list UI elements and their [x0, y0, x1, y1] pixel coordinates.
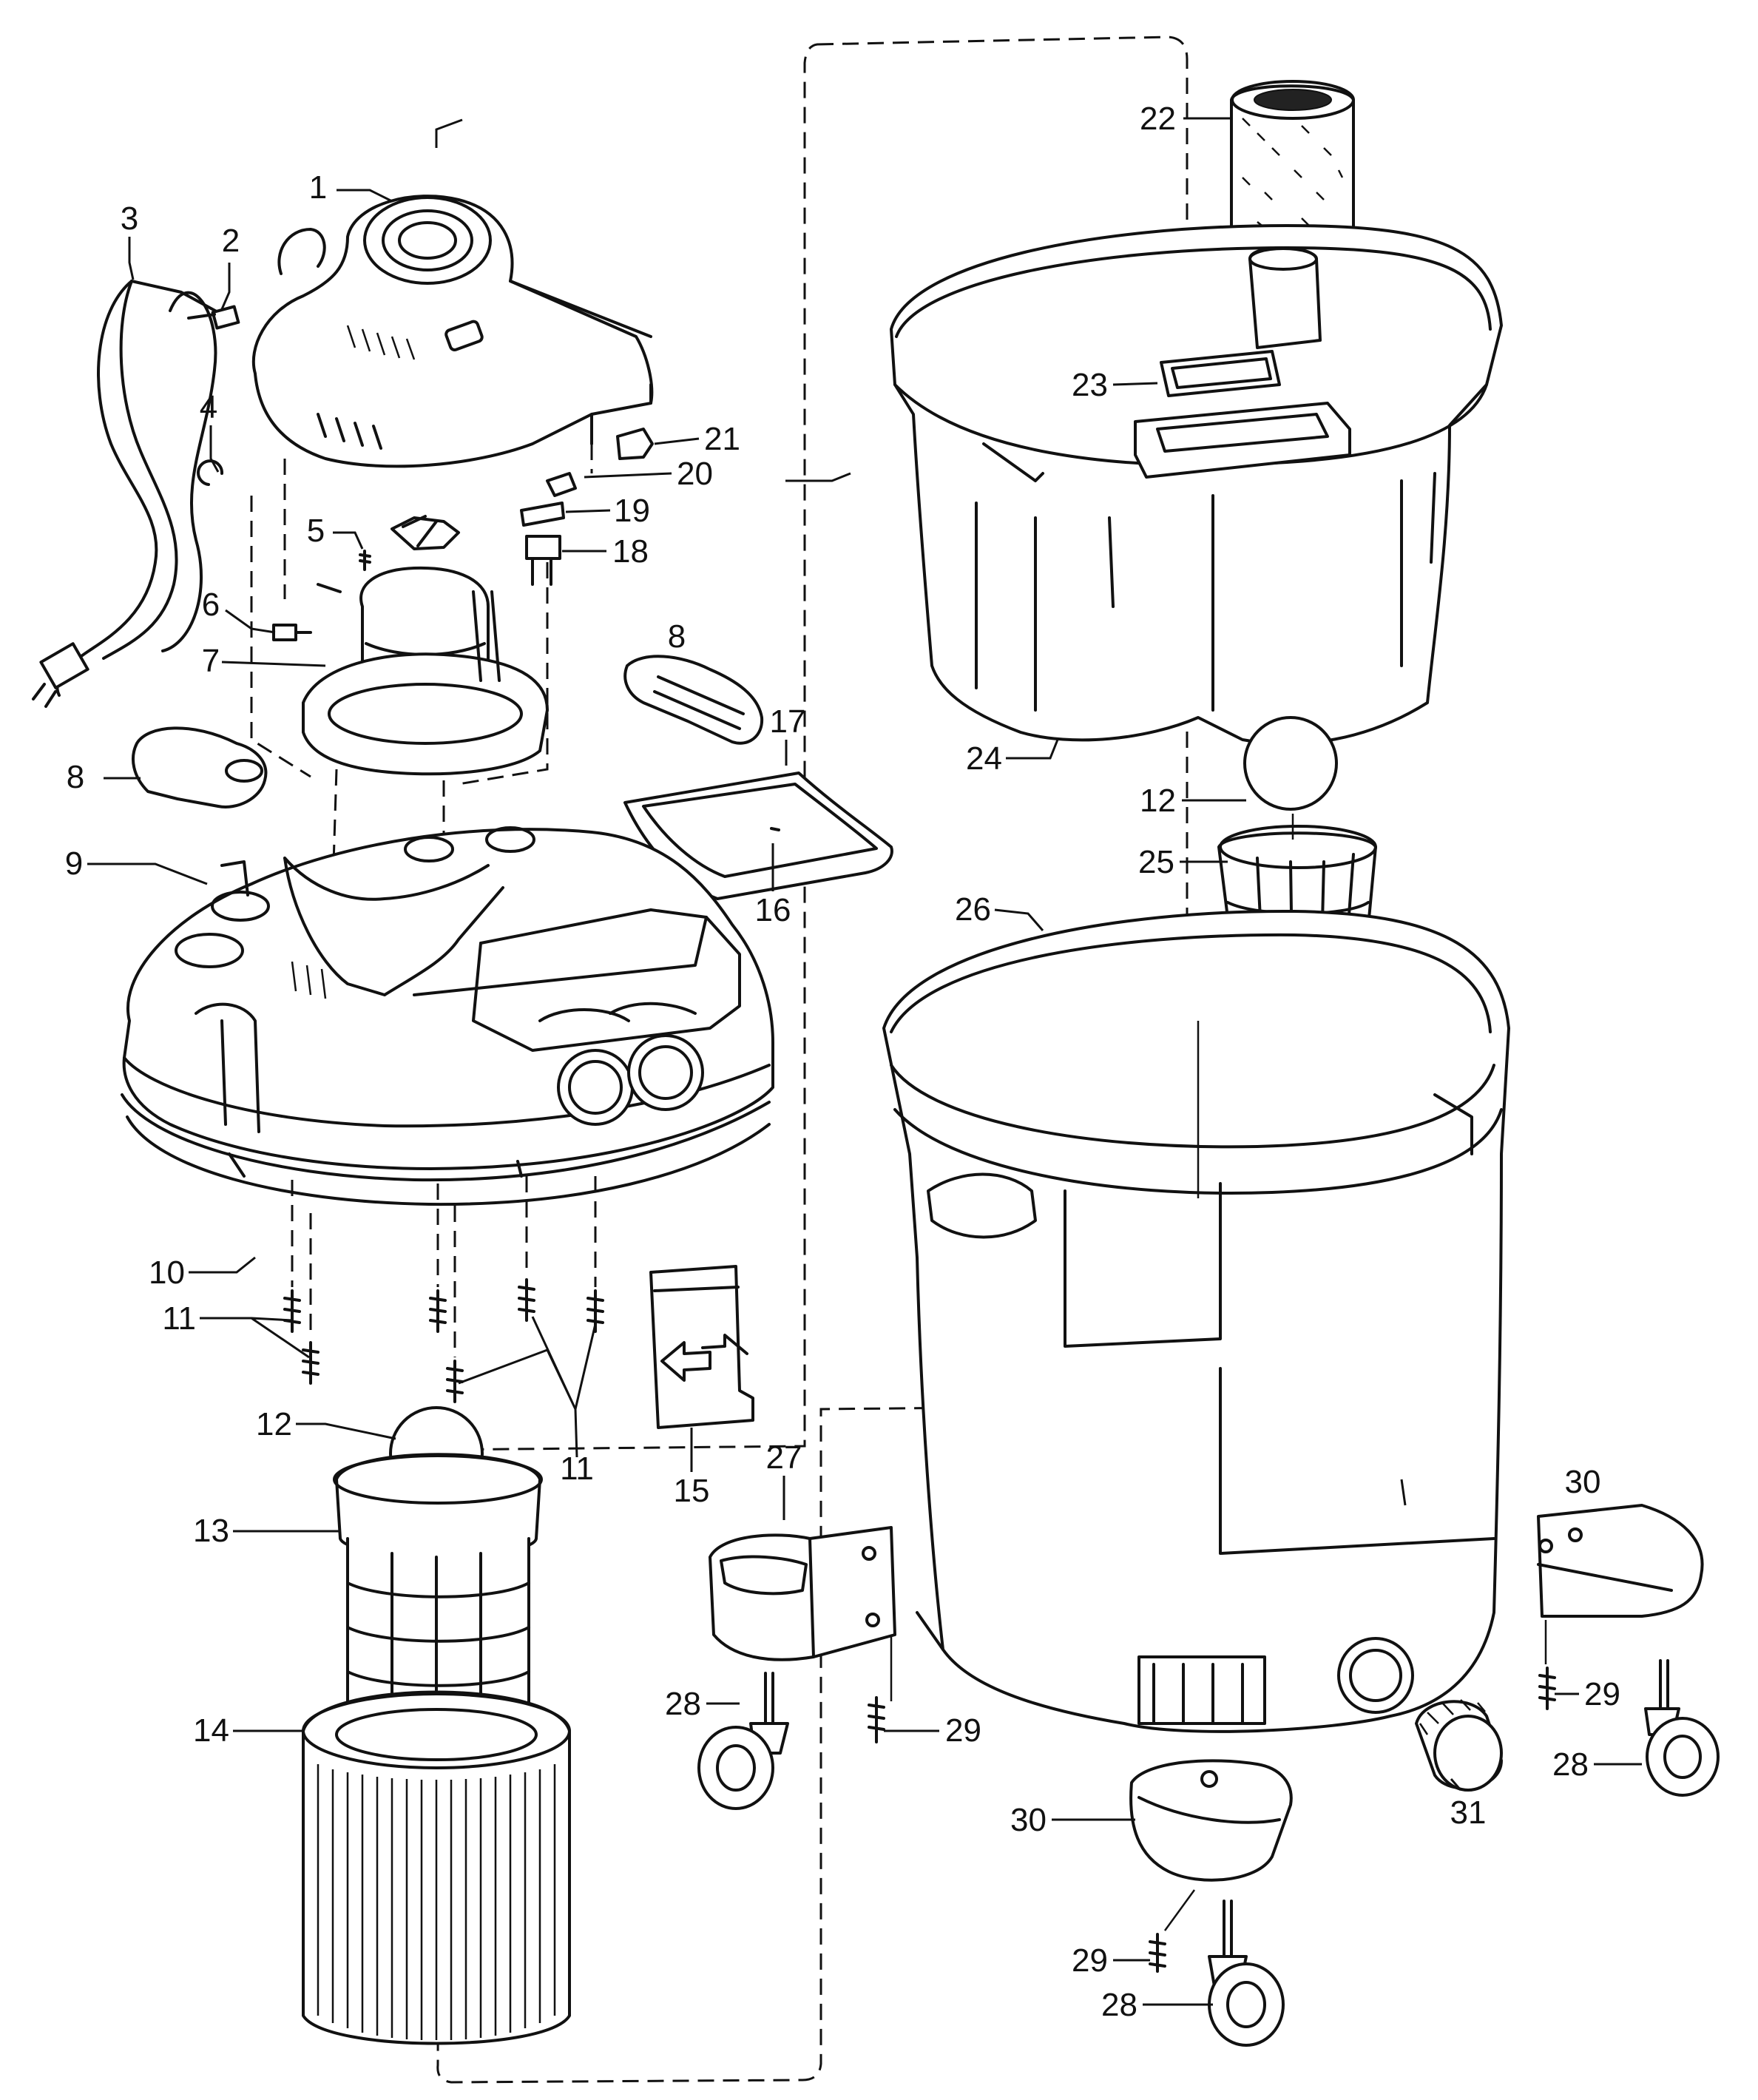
- label-28a: 28: [665, 1686, 701, 1722]
- label-18: 18: [612, 533, 649, 570]
- caster-left: [697, 1672, 789, 1810]
- lid-label: [770, 827, 780, 831]
- screws-center: [429, 1278, 604, 1403]
- gasket: [126, 1115, 771, 1206]
- clip-ring: [197, 459, 224, 486]
- power-head-housing: [121, 826, 774, 1182]
- callout-labels: 1 2 3 4 5 6 7 8 8 9 10 11 11 12 12 13 14…: [65, 101, 1620, 2023]
- label-28b: 28: [1552, 1746, 1589, 1783]
- label-13: 13: [193, 1513, 229, 1549]
- exploded-view-group-outline: [436, 36, 1189, 2084]
- leader-lines: [87, 117, 1642, 2006]
- screws-left: [283, 1289, 320, 1385]
- label-29a: 29: [945, 1712, 981, 1749]
- label-21: 21: [704, 421, 740, 457]
- label-20: 20: [677, 456, 713, 492]
- accessory-clip: [649, 1265, 754, 1429]
- label-29b: 29: [1584, 1676, 1620, 1712]
- label-5: 5: [307, 513, 325, 549]
- label-28c: 28: [1101, 1987, 1137, 2023]
- label-19: 19: [614, 493, 650, 529]
- screw-right: [1538, 1667, 1556, 1710]
- caster-right: [1644, 1659, 1720, 1797]
- label-8a: 8: [67, 759, 84, 795]
- label-12b: 12: [1140, 783, 1176, 819]
- caster-foot: [709, 1526, 896, 1661]
- label-15: 15: [674, 1473, 710, 1509]
- label-1: 1: [309, 169, 327, 206]
- handle-left: [132, 726, 268, 808]
- label-3: 3: [121, 200, 138, 237]
- label-2: 2: [222, 223, 240, 259]
- filter-frame: [1134, 350, 1351, 479]
- label-9: 9: [65, 845, 83, 882]
- caster-bottom: [1208, 1900, 1285, 2047]
- drain-cap: [1415, 1699, 1503, 1792]
- label-11a: 11: [162, 1300, 196, 1337]
- wire-connector: [272, 624, 312, 641]
- cartridge-filter: [302, 1690, 571, 2045]
- float-ball-right: [1243, 716, 1338, 811]
- label-24: 24: [966, 740, 1002, 777]
- drain-port: [1337, 1637, 1414, 1714]
- label-6: 6: [202, 587, 220, 623]
- label-23: 23: [1072, 367, 1108, 403]
- switch-button: [616, 428, 654, 460]
- switch-bracket: [520, 502, 565, 527]
- label-10: 10: [149, 1255, 185, 1291]
- motor-assembly: [302, 515, 549, 776]
- lower-tank: [882, 909, 1510, 1733]
- screw: [359, 550, 371, 571]
- label-29c: 29: [1072, 1942, 1108, 1979]
- handle-right: [623, 655, 764, 745]
- label-11b: 11: [560, 1451, 594, 1487]
- switch-plate: [546, 472, 577, 497]
- label-31: 31: [1450, 1795, 1487, 1831]
- label-30a: 30: [1565, 1464, 1601, 1500]
- label-8b: 8: [668, 618, 686, 655]
- label-12a: 12: [256, 1406, 292, 1442]
- label-4: 4: [200, 389, 217, 425]
- label-25: 25: [1138, 844, 1174, 880]
- label-30b: 30: [1010, 1802, 1047, 1838]
- upper-tank: [890, 224, 1503, 746]
- tank-centre-line: [890, 814, 1547, 1931]
- label-17: 17: [770, 703, 806, 740]
- screw-guide-lines: [291, 1176, 597, 1357]
- power-cord: [32, 280, 223, 708]
- foam-filter: [1230, 80, 1355, 245]
- caster-foot-right: [1537, 1504, 1704, 1618]
- label-7: 7: [202, 643, 220, 679]
- label-22: 22: [1140, 101, 1176, 137]
- motor-cover: [251, 195, 654, 468]
- screw-left: [868, 1696, 885, 1743]
- label-27: 27: [766, 1439, 802, 1476]
- label-26: 26: [955, 891, 991, 928]
- switch: [525, 535, 561, 586]
- caster-foot-bottom: [1129, 1759, 1293, 1882]
- screw-bottom: [1149, 1933, 1166, 1973]
- filter-cage: [333, 1453, 543, 1742]
- cord-strain-relief: [187, 305, 240, 330]
- label-14: 14: [193, 1712, 229, 1749]
- label-16: 16: [755, 892, 791, 928]
